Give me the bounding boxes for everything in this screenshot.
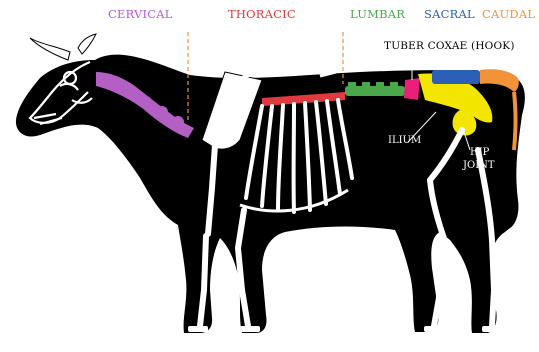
hooves bbox=[188, 326, 502, 332]
label-tuber-coxae: TUBER COXAE (HOOK) bbox=[384, 40, 515, 52]
label-hip-joint-line2: JOINT bbox=[463, 160, 495, 172]
label-thoracic: THORACIC bbox=[228, 7, 296, 21]
sacral-vertebrae bbox=[432, 70, 480, 84]
label-hip-joint-line1: HIP bbox=[470, 147, 489, 159]
label-cervical: CERVICAL bbox=[108, 7, 173, 21]
label-ilium: ILIUM bbox=[388, 135, 421, 147]
tuber-coxae-marker bbox=[404, 78, 420, 100]
label-lumbar: LUMBAR bbox=[350, 7, 405, 21]
label-caudal: CAUDAL bbox=[482, 7, 535, 21]
label-sacral: SACRAL bbox=[424, 7, 475, 21]
horns bbox=[30, 34, 96, 60]
